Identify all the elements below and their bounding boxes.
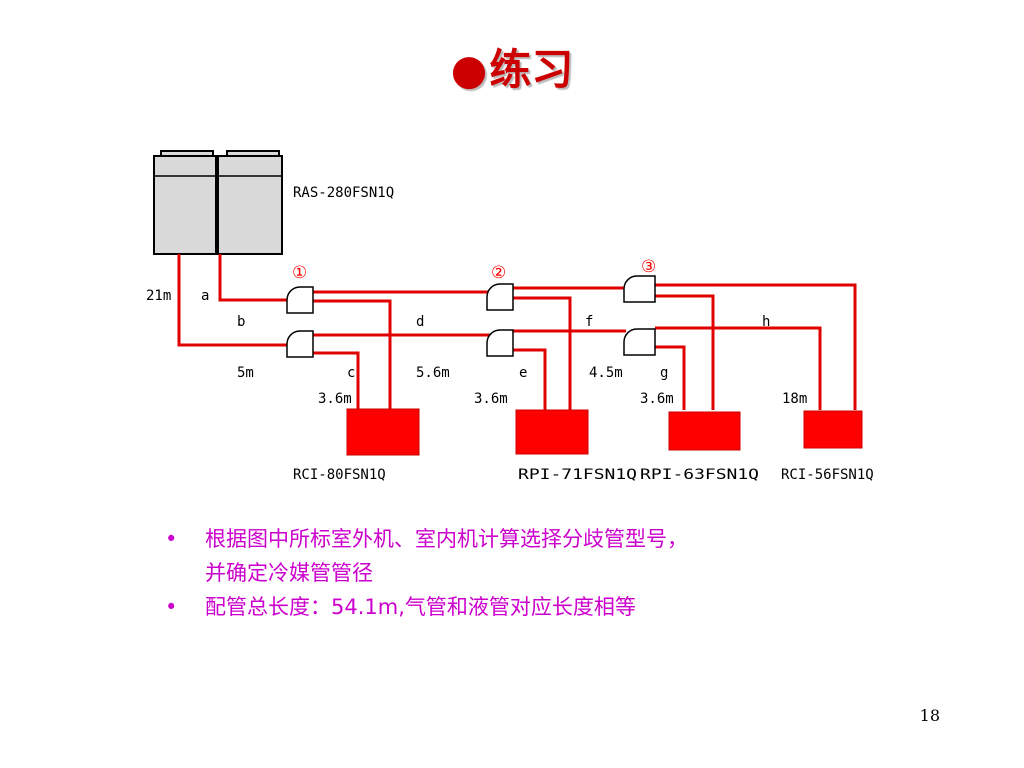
branch-marker-2: ② bbox=[491, 263, 506, 283]
pipe-main-liquid bbox=[177, 254, 290, 347]
length-e: 3.6m bbox=[474, 391, 508, 407]
pipe-label-e: e bbox=[519, 365, 527, 381]
length-main: 21m bbox=[146, 288, 171, 304]
length-h: 18m bbox=[782, 391, 807, 407]
slide-title: ●练习 bbox=[0, 36, 1024, 96]
branch-marker-1: ① bbox=[292, 263, 307, 283]
outdoor-unit-model: RAS-280FSN1Q bbox=[293, 185, 394, 201]
pipe-h-liquid bbox=[655, 326, 822, 410]
pipe-c-gas bbox=[313, 299, 392, 410]
bullet-1-line-2: 并确定冷媒管管径 bbox=[205, 561, 373, 585]
pipe-label-h: h bbox=[762, 314, 770, 330]
pipe-label-d: d bbox=[416, 314, 424, 330]
indoor-unit-2-model: RPI-71FSN1Q bbox=[518, 467, 637, 483]
bullet-mark: • bbox=[165, 595, 178, 619]
title-bullet: ● bbox=[450, 45, 488, 94]
pipe-main-gas bbox=[218, 254, 290, 302]
branch-joint-1-liquid bbox=[286, 330, 314, 358]
bullet-item-2: • 配管总长度：54.1m,气管和液管对应长度相等 bbox=[165, 590, 925, 624]
title-text: 练习 bbox=[489, 45, 574, 94]
branch-joint-2-liquid bbox=[486, 329, 514, 357]
indoor-unit-4 bbox=[803, 410, 863, 449]
bullet-2-line-1: 配管总长度：54.1m,气管和液管对应长度相等 bbox=[205, 595, 636, 619]
branch-marker-3: ③ bbox=[641, 257, 656, 277]
outdoor-unit-module-right bbox=[217, 155, 283, 255]
branch-joint-3-liquid bbox=[623, 328, 656, 356]
length-f: 4.5m bbox=[589, 365, 623, 381]
refrigerant-pipes bbox=[177, 254, 857, 410]
indoor-unit-2 bbox=[515, 409, 589, 455]
pipe-g-liquid bbox=[655, 345, 686, 410]
pipe-e-liquid bbox=[513, 348, 547, 410]
indoor-unit-1 bbox=[346, 408, 420, 456]
branch-joint-1-gas bbox=[286, 286, 314, 314]
pipe-e-gas bbox=[513, 296, 572, 410]
indoor-unit-1-model: RCI-80FSN1Q bbox=[293, 467, 386, 483]
branch-joints bbox=[286, 275, 656, 358]
length-c: 3.6m bbox=[318, 391, 352, 407]
bullet-1-line-1: 根据图中所标室外机、室内机计算选择分歧管型号， bbox=[205, 527, 688, 551]
indoor-units bbox=[346, 408, 863, 456]
pipe-h-gas bbox=[655, 283, 857, 410]
pipe-label-a: a bbox=[201, 288, 209, 304]
length-d: 5.6m bbox=[416, 365, 450, 381]
indoor-unit-4-model: RCI-56FSN1Q bbox=[781, 467, 874, 483]
indoor-unit-3-model: RPI-63FSN1Q bbox=[640, 467, 759, 483]
pipe-label-f: f bbox=[585, 314, 593, 330]
length-b: 5m bbox=[237, 365, 254, 381]
pipe-label-c: c bbox=[347, 365, 355, 381]
branch-joint-2-gas bbox=[486, 283, 514, 311]
bullet-mark: • bbox=[165, 527, 178, 551]
branch-joint-3-gas bbox=[623, 275, 656, 303]
page-number: 18 bbox=[919, 706, 940, 725]
indoor-unit-3 bbox=[668, 411, 741, 451]
bullet-item-1: • 根据图中所标室外机、室内机计算选择分歧管型号， 并确定冷媒管管径 bbox=[165, 522, 925, 590]
pipe-label-g: g bbox=[660, 365, 668, 381]
pipe-label-b: b bbox=[237, 314, 245, 330]
outdoor-unit-module-left bbox=[153, 155, 217, 255]
length-g: 3.6m bbox=[640, 391, 674, 407]
pipe-g-gas bbox=[655, 294, 715, 410]
exercise-instructions: • 根据图中所标室外机、室内机计算选择分歧管型号， 并确定冷媒管管径 • 配管总… bbox=[165, 522, 925, 624]
pipe-c-liquid bbox=[313, 351, 360, 410]
outdoor-unit bbox=[153, 150, 283, 255]
